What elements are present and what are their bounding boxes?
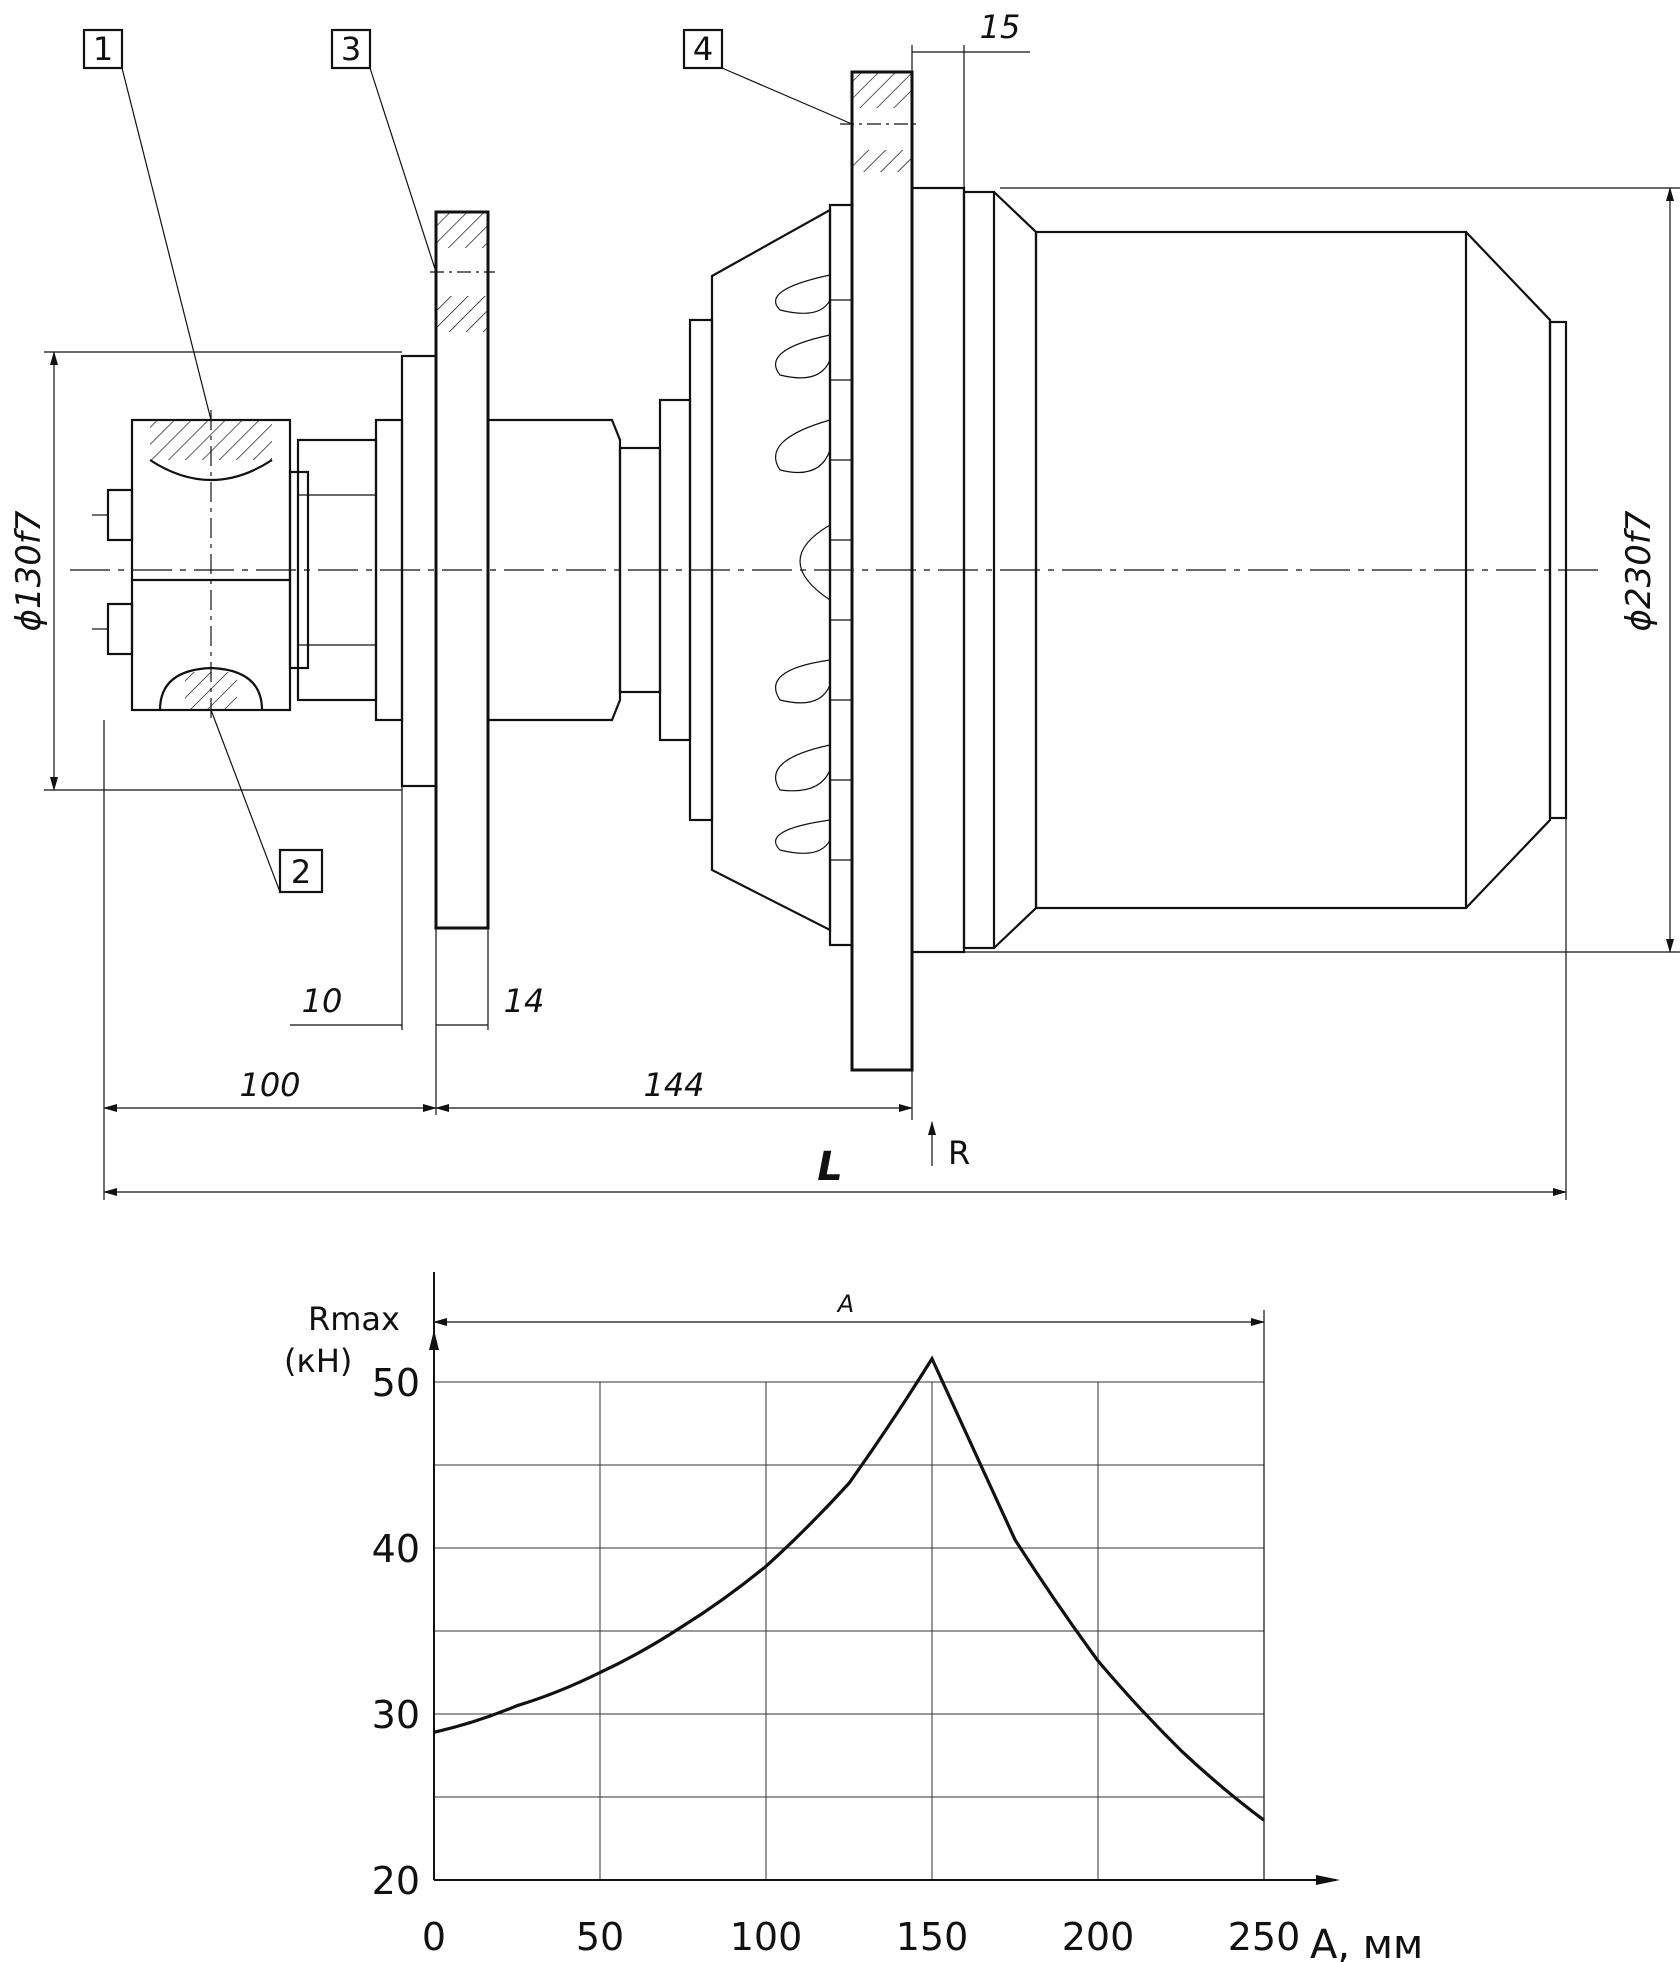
y-axis-label-line1: Rmax bbox=[308, 1300, 400, 1338]
callout-4: 4 bbox=[682, 28, 853, 125]
x-tick-label: 250 bbox=[1228, 1915, 1301, 1959]
chart-grid bbox=[434, 1381, 1265, 1880]
label-length: L bbox=[817, 1144, 843, 1190]
flange-collar bbox=[400, 354, 438, 788]
dim-100: 100 bbox=[103, 720, 437, 1200]
svg-text:1: 1 bbox=[93, 30, 113, 68]
chart-axes bbox=[429, 1272, 1340, 1885]
x-tick-label: 50 bbox=[576, 1915, 624, 1959]
coupling-block bbox=[130, 410, 292, 720]
label-14: 14 bbox=[504, 982, 545, 1020]
x-tick-label: 150 bbox=[896, 1915, 969, 1959]
dim-14: 14 bbox=[436, 982, 545, 1026]
flange-plate-small bbox=[430, 210, 495, 930]
label-100: 100 bbox=[239, 1066, 300, 1104]
assembly-drawing: ϕ130f7 ϕ230f7 15 10 14 bbox=[9, 8, 1680, 1200]
dim-15: 15 bbox=[911, 8, 1030, 188]
bolt-upper bbox=[92, 488, 134, 542]
chart-tick-labels: 0 50 100 150 200 250 20 30 40 50 bbox=[372, 1361, 1301, 1959]
y-tick-label: 50 bbox=[372, 1361, 420, 1405]
force-r: R bbox=[928, 1121, 970, 1172]
callout-3: 3 bbox=[330, 28, 437, 273]
callout-2: 2 bbox=[210, 709, 324, 894]
y-tick-label: 30 bbox=[372, 1693, 420, 1737]
dim-10: 10 bbox=[290, 720, 489, 1115]
x-tick-label: 100 bbox=[730, 1915, 803, 1959]
label-force-r: R bbox=[948, 1134, 970, 1172]
flange-plate-large bbox=[840, 70, 920, 1072]
y-tick-label: 40 bbox=[372, 1527, 420, 1571]
dim-length: L bbox=[103, 818, 1567, 1200]
label-10: 10 bbox=[302, 982, 343, 1020]
svg-text:2: 2 bbox=[291, 853, 311, 891]
dim-dia-230: ϕ230f7 bbox=[964, 187, 1680, 953]
label-dia-130: ϕ130f7 bbox=[9, 510, 49, 631]
label-144: 144 bbox=[643, 1066, 704, 1104]
dim-144: 144 bbox=[435, 1066, 913, 1120]
gear-section bbox=[710, 203, 854, 947]
y-axis-label-line2: (кН) bbox=[284, 1342, 352, 1380]
callout-1: 1 bbox=[82, 28, 212, 421]
x-tick-label: 200 bbox=[1062, 1915, 1135, 1959]
dim-dia-130: ϕ130f7 bbox=[9, 351, 402, 791]
svg-text:3: 3 bbox=[341, 30, 361, 68]
svg-text:4: 4 bbox=[693, 30, 713, 68]
label-dia-230: ϕ230f7 bbox=[1619, 510, 1659, 631]
motor-body bbox=[910, 186, 1568, 954]
bolt-lower bbox=[92, 602, 134, 656]
y-tick-label: 20 bbox=[372, 1859, 420, 1903]
label-15: 15 bbox=[980, 8, 1021, 46]
chart-series bbox=[433, 1355, 1265, 1822]
y-axis-arrow bbox=[429, 1330, 439, 1350]
series-line-0 bbox=[433, 1355, 1265, 1822]
x-axis-label: А, мм bbox=[1310, 1922, 1423, 1962]
x-tick-label: 0 bbox=[422, 1915, 446, 1959]
span-label: А bbox=[836, 1290, 854, 1318]
x-axis-arrow bbox=[1316, 1875, 1340, 1885]
